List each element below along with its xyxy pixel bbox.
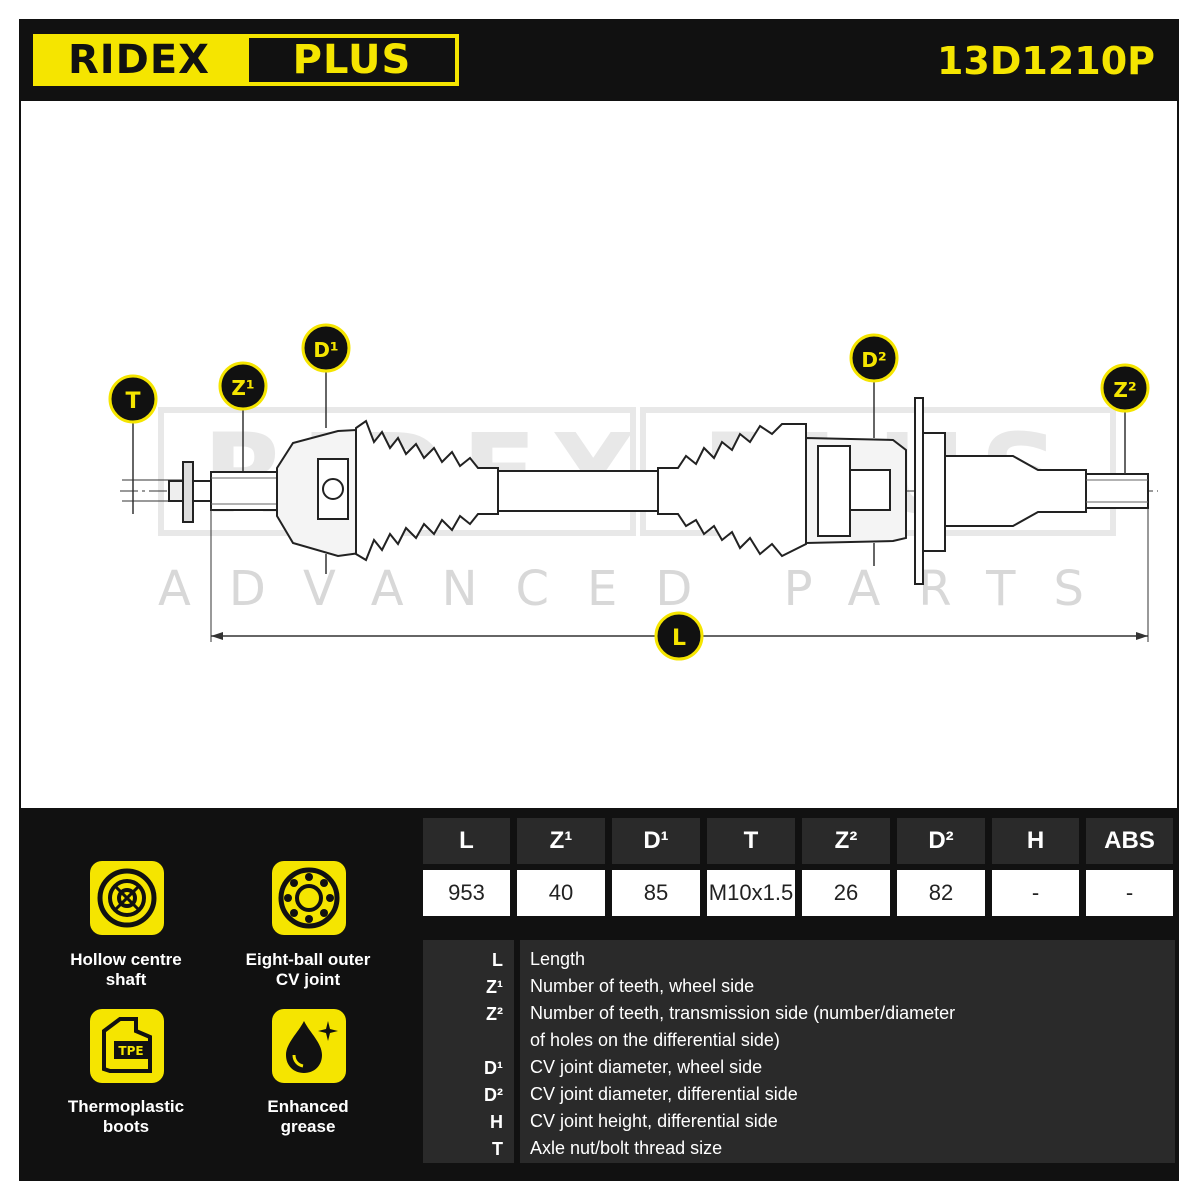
legend-desc: CV joint diameter, differential side	[530, 1084, 798, 1104]
spec-header-d1: D¹	[612, 818, 700, 864]
legend-desc: Number of teeth, transmission side (numb…	[530, 1003, 956, 1023]
spec-value-z2: 26	[802, 870, 890, 916]
tpe-boot-icon: TPE	[90, 1009, 164, 1083]
legend-panel: L Length Z¹ Number of teeth, wheel side …	[423, 940, 1175, 1163]
svg-text:L: L	[672, 626, 686, 651]
label-l: L	[654, 611, 704, 661]
feature-label-line1: Enhanced	[267, 1097, 349, 1116]
legend-desc: Number of teeth, wheel side	[530, 976, 755, 996]
legend-key: Z²	[486, 1004, 503, 1024]
part-number: 13D1210P	[936, 39, 1155, 83]
spec-header-h: H	[992, 818, 1079, 864]
eight-ball-joint-icon	[272, 861, 346, 935]
svg-text:TPE: TPE	[118, 1044, 143, 1058]
feature-eight-ball-joint: Eight-ball outer CV joint	[223, 950, 393, 990]
svg-text:Z¹: Z¹	[231, 376, 254, 400]
legend-key: Z¹	[486, 977, 503, 997]
svg-text:D¹: D¹	[313, 338, 338, 362]
drive-shaft-diagram: RIDEX PLUS ADVANCED PARTS	[108, 323, 1158, 661]
spec-value-h: -	[992, 870, 1079, 916]
feature-label-line2: boots	[102, 1117, 150, 1136]
spec-header-d2: D²	[897, 818, 985, 864]
brand-logo-ridex: RIDEX	[33, 34, 245, 86]
label-t: T	[108, 374, 158, 424]
legend-desc: Length	[530, 949, 586, 969]
legend-desc: of holes on the differential side)	[530, 1030, 780, 1050]
label-d2: D²	[849, 333, 899, 383]
svg-text:D²: D²	[861, 348, 886, 372]
label-d1: D¹	[301, 323, 351, 373]
spec-header-t: T	[707, 818, 795, 864]
header-bar: RIDEX PLUS 13D1210P	[21, 21, 1177, 101]
legend-key: L	[492, 950, 503, 970]
grease-drop-icon	[272, 1009, 346, 1083]
product-card: RIDEX PLUS 13D1210P RIDEX PLUS ADVANCED …	[19, 19, 1179, 1181]
legend-desc: Axle nut/bolt thread size	[530, 1138, 723, 1158]
feature-label-line2: grease	[280, 1117, 336, 1136]
svg-text:Z²: Z²	[1113, 378, 1136, 402]
feature-label-line1: Thermoplastic	[67, 1097, 185, 1116]
legend-key: D¹	[484, 1058, 503, 1078]
legend-desc: CV joint height, differential side	[530, 1111, 778, 1131]
spec-header-abs: ABS	[1086, 818, 1173, 864]
feature-label-line1: Hollow centre	[70, 950, 182, 969]
feature-label-line2: shaft	[105, 970, 147, 989]
feature-hollow-shaft: Hollow centre shaft	[41, 950, 211, 990]
legend-desc: CV joint diameter, wheel side	[530, 1057, 763, 1077]
spec-header-l: L	[423, 818, 510, 864]
svg-text:T: T	[125, 389, 140, 414]
spec-value-z1: 40	[517, 870, 605, 916]
label-z1: Z¹	[218, 361, 268, 411]
spec-value-l: 953	[423, 870, 510, 916]
spec-value-t: M10x1.5	[707, 870, 795, 916]
legend-key: H	[490, 1112, 503, 1132]
hollow-shaft-icon	[90, 861, 164, 935]
legend-key: D²	[484, 1085, 503, 1105]
spec-header-z1: Z¹	[517, 818, 605, 864]
feature-label-line1: Eight-ball outer	[245, 950, 371, 969]
brand-logo-plus: PLUS	[245, 34, 459, 86]
feature-thermoplastic-boots: Thermoplastic boots	[41, 1097, 211, 1137]
legend-key: T	[492, 1139, 503, 1159]
label-z2: Z²	[1100, 363, 1150, 413]
spec-header-z2: Z²	[802, 818, 890, 864]
watermark-tagline: ADVANCED PARTS	[158, 561, 1122, 617]
spec-value-d2: 82	[897, 870, 985, 916]
spec-panel: Hollow centre shaft Eight-ball outer CV …	[21, 808, 1177, 1179]
feature-label-line2: CV joint	[275, 970, 341, 989]
feature-enhanced-grease: Enhanced grease	[223, 1097, 393, 1137]
spec-value-d1: 85	[612, 870, 700, 916]
spec-value-abs: -	[1086, 870, 1173, 916]
legend-divider	[514, 940, 520, 1163]
